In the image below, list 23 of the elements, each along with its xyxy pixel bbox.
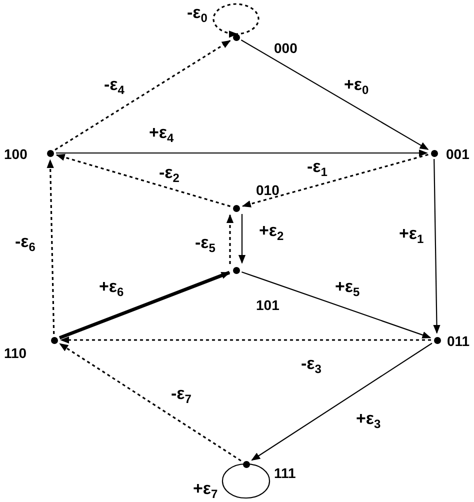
state-label: 111 (274, 466, 296, 480)
state-label: 100 (4, 147, 28, 161)
arrow (54, 40, 231, 150)
arrow (251, 342, 432, 461)
arrow (242, 154, 428, 208)
arrow (59, 343, 242, 462)
state-label: 010 (256, 183, 280, 197)
state-label: 011 (447, 334, 470, 348)
loop-arrow (212, 3, 260, 38)
state-label: 110 (4, 346, 27, 360)
arrow (226, 214, 234, 264)
arrow (56, 149, 428, 157)
state-label: 101 (256, 298, 280, 312)
arrow (60, 336, 431, 344)
state-label: 000 (274, 41, 298, 55)
arrow (59, 270, 230, 340)
arrow (46, 159, 55, 334)
arrow (56, 154, 230, 208)
state-label: 001 (446, 147, 470, 161)
arrow (241, 271, 432, 338)
arrow (238, 214, 246, 264)
arrow (240, 40, 429, 150)
arrow (433, 159, 440, 334)
